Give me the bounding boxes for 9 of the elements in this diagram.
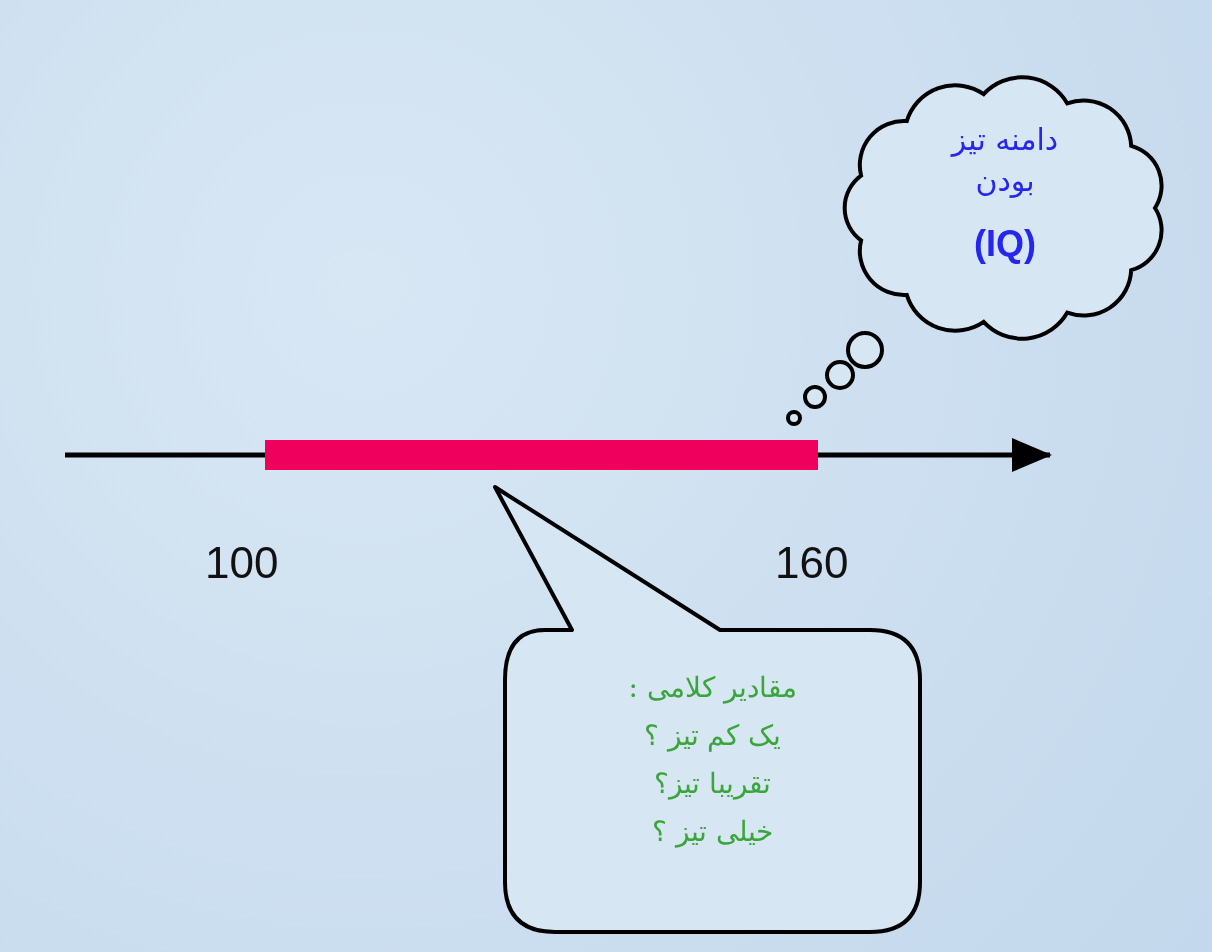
callout-text: خیلی تیز ؟ [651,814,774,850]
range-bar [265,440,818,470]
callout-text: مقادیر کلامی : [627,670,798,706]
cloud-text: دامنه تیز بودن [949,121,1060,200]
cloud-text: (IQ) [973,222,1037,266]
callout-text: یک کم تیز ؟ [642,718,783,754]
callout-text: تقریبا تیز؟ [653,766,772,802]
axis-tick-label: 100 [205,538,279,588]
axis-tick-label: 160 [775,538,849,588]
